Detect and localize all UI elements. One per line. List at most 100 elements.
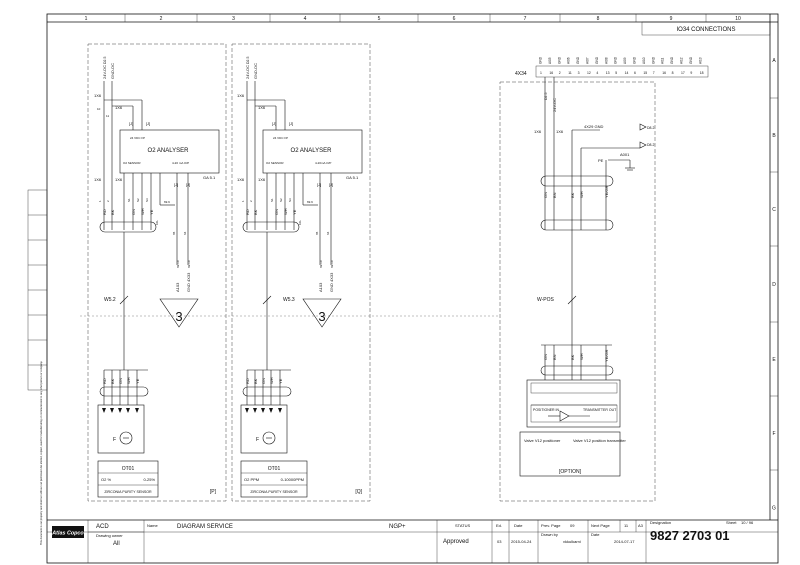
terminal-number: 2 bbox=[559, 71, 561, 75]
svg-text:64: 64 bbox=[183, 231, 187, 235]
svg-text:Designation: Designation bbox=[650, 520, 671, 525]
svg-text:A103: A103 bbox=[318, 282, 323, 292]
terminal-name: AI13 bbox=[698, 57, 702, 64]
svg-text:2: 2 bbox=[106, 200, 110, 202]
gnd-label: 4X29 GND bbox=[584, 124, 603, 129]
svg-text:ZIRCONIA PURITY SENSOR: ZIRCONIA PURITY SENSOR bbox=[250, 490, 298, 494]
row-label: A bbox=[772, 58, 776, 64]
svg-text:69.10: 69.10 bbox=[330, 260, 334, 268]
row-label: D bbox=[772, 282, 776, 288]
cable-label: W5.3 bbox=[283, 297, 295, 303]
column-label: 1 bbox=[85, 16, 88, 22]
device-box bbox=[240, 460, 308, 498]
designation-number: 9827 2703 01 bbox=[650, 528, 730, 543]
svg-text:65: 65 bbox=[315, 231, 319, 235]
svg-text:1X6: 1X6 bbox=[534, 129, 542, 134]
svg-text:Drawing owner: Drawing owner bbox=[96, 533, 123, 538]
svg-text:D8.2: D8.2 bbox=[647, 126, 654, 130]
svg-text:BK: BK bbox=[570, 192, 575, 198]
terminal-block-label: 4X34 bbox=[515, 71, 527, 77]
svg-text:1X6: 1X6 bbox=[94, 93, 102, 98]
svg-text:24 VDC I/P: 24 VDC I/P bbox=[273, 136, 288, 140]
svg-text:10L: 10L bbox=[298, 220, 302, 225]
svg-text:S3: S3 bbox=[288, 198, 292, 202]
svg-text:Atlas Copco: Atlas Copco bbox=[51, 531, 84, 537]
module-border bbox=[87, 43, 227, 502]
svg-text:NGP+: NGP+ bbox=[389, 524, 406, 530]
svg-text:WH: WH bbox=[140, 208, 145, 215]
terminal-list: GND1AI0516GND2AI0611GND3AI0712GND4AI0813… bbox=[539, 56, 704, 75]
svg-text:[J]: [J] bbox=[146, 121, 150, 126]
terminal-name: GND bbox=[557, 56, 561, 64]
svg-text:S2: S2 bbox=[279, 198, 283, 202]
svg-text:YE: YE bbox=[135, 378, 140, 384]
terminal-name: GND bbox=[651, 56, 655, 64]
margin-tabs bbox=[27, 189, 48, 391]
reference-triangle bbox=[159, 298, 199, 328]
svg-text:GND-DC: GND-DC bbox=[253, 63, 258, 79]
svg-text:YE: YE bbox=[149, 209, 154, 215]
svg-text:Valve V12 position transmitter: Valve V12 position transmitter bbox=[573, 438, 627, 443]
svg-text:RD: RD bbox=[102, 378, 107, 384]
svg-text:F: F bbox=[113, 437, 116, 443]
terminal-name: GND bbox=[539, 56, 543, 64]
terminal-number: 17 bbox=[681, 71, 685, 75]
svg-text:0-10000PPM: 0-10000PPM bbox=[281, 477, 304, 482]
analyser-module-p: [P] 24V-DC GND-DC D2.5 1X6 1X6 10 11 [J]… bbox=[87, 43, 227, 502]
row-label: G bbox=[772, 506, 776, 512]
svg-text:[J]: [J] bbox=[289, 121, 293, 126]
section-title-box bbox=[641, 21, 771, 36]
analyser-sub-right: 4-20 mA O/P bbox=[172, 161, 189, 165]
svg-text:GN: GN bbox=[543, 192, 548, 198]
svg-text:1: 1 bbox=[241, 200, 245, 202]
svg-text:GN: GN bbox=[131, 209, 136, 215]
svg-text:10 / 96: 10 / 96 bbox=[741, 520, 754, 525]
svg-text:O2 SENSOR: O2 SENSOR bbox=[266, 161, 284, 165]
svg-text:YE: YE bbox=[278, 378, 283, 384]
terminal-name: AI09 bbox=[623, 57, 627, 64]
svg-text:Prev. Page: Prev. Page bbox=[541, 523, 561, 528]
row-label: F bbox=[772, 431, 775, 437]
svg-text:Name: Name bbox=[147, 523, 158, 528]
svg-text:BK: BK bbox=[253, 209, 258, 215]
terminal-name: AI12 bbox=[680, 57, 684, 64]
svg-text:TRANSMITTER OUT: TRANSMITTER OUT bbox=[583, 408, 617, 412]
ga-ref: GA 5.1 bbox=[203, 175, 216, 180]
svg-text:Valve V12 positioner: Valve V12 positioner bbox=[524, 438, 561, 443]
svg-text:WH: WH bbox=[269, 377, 274, 384]
terminal-number: 4 bbox=[596, 71, 598, 75]
terminal-number: 16 bbox=[549, 71, 553, 75]
svg-text:YE: YE bbox=[292, 209, 297, 215]
svg-text:POSITIONER IN: POSITIONER IN bbox=[533, 408, 560, 412]
svg-text:2: 2 bbox=[249, 200, 253, 202]
svg-text:Date: Date bbox=[591, 532, 600, 537]
svg-text:09: 09 bbox=[570, 523, 575, 528]
terminal-number: 12 bbox=[587, 71, 591, 75]
column-label: 10 bbox=[735, 16, 741, 22]
svg-text:69.10: 69.10 bbox=[319, 260, 323, 268]
svg-text:DIAGRAM SERVICE: DIAGRAM SERVICE bbox=[177, 524, 233, 530]
svg-text:1X6: 1X6 bbox=[556, 129, 564, 134]
title-block: Atlas Copco ACD Drawing owner All Name D… bbox=[47, 519, 778, 563]
terminal-name: GND bbox=[595, 56, 599, 64]
terminal-strip bbox=[535, 65, 709, 78]
column-label: 2 bbox=[160, 16, 163, 22]
svg-text:Ed.: Ed. bbox=[496, 523, 502, 528]
purity-sensor bbox=[97, 404, 145, 454]
terminal-number: 3 bbox=[578, 71, 580, 75]
module-border bbox=[499, 81, 656, 502]
svg-text:Date: Date bbox=[514, 523, 523, 528]
svg-text:S2: S2 bbox=[136, 198, 140, 202]
panel-tag: [P] bbox=[210, 489, 217, 495]
row-label: C bbox=[772, 207, 776, 213]
atlas-copco-logo bbox=[52, 526, 84, 538]
terminal-number: 16 bbox=[662, 71, 666, 75]
svg-text:OT01: OT01 bbox=[268, 466, 281, 472]
terminal-number: 14 bbox=[625, 71, 629, 75]
column-label: 8 bbox=[597, 16, 600, 22]
column-label: 4 bbox=[304, 16, 307, 22]
terminal-name: AI10 bbox=[642, 57, 646, 64]
terminal-number: 15 bbox=[643, 71, 647, 75]
